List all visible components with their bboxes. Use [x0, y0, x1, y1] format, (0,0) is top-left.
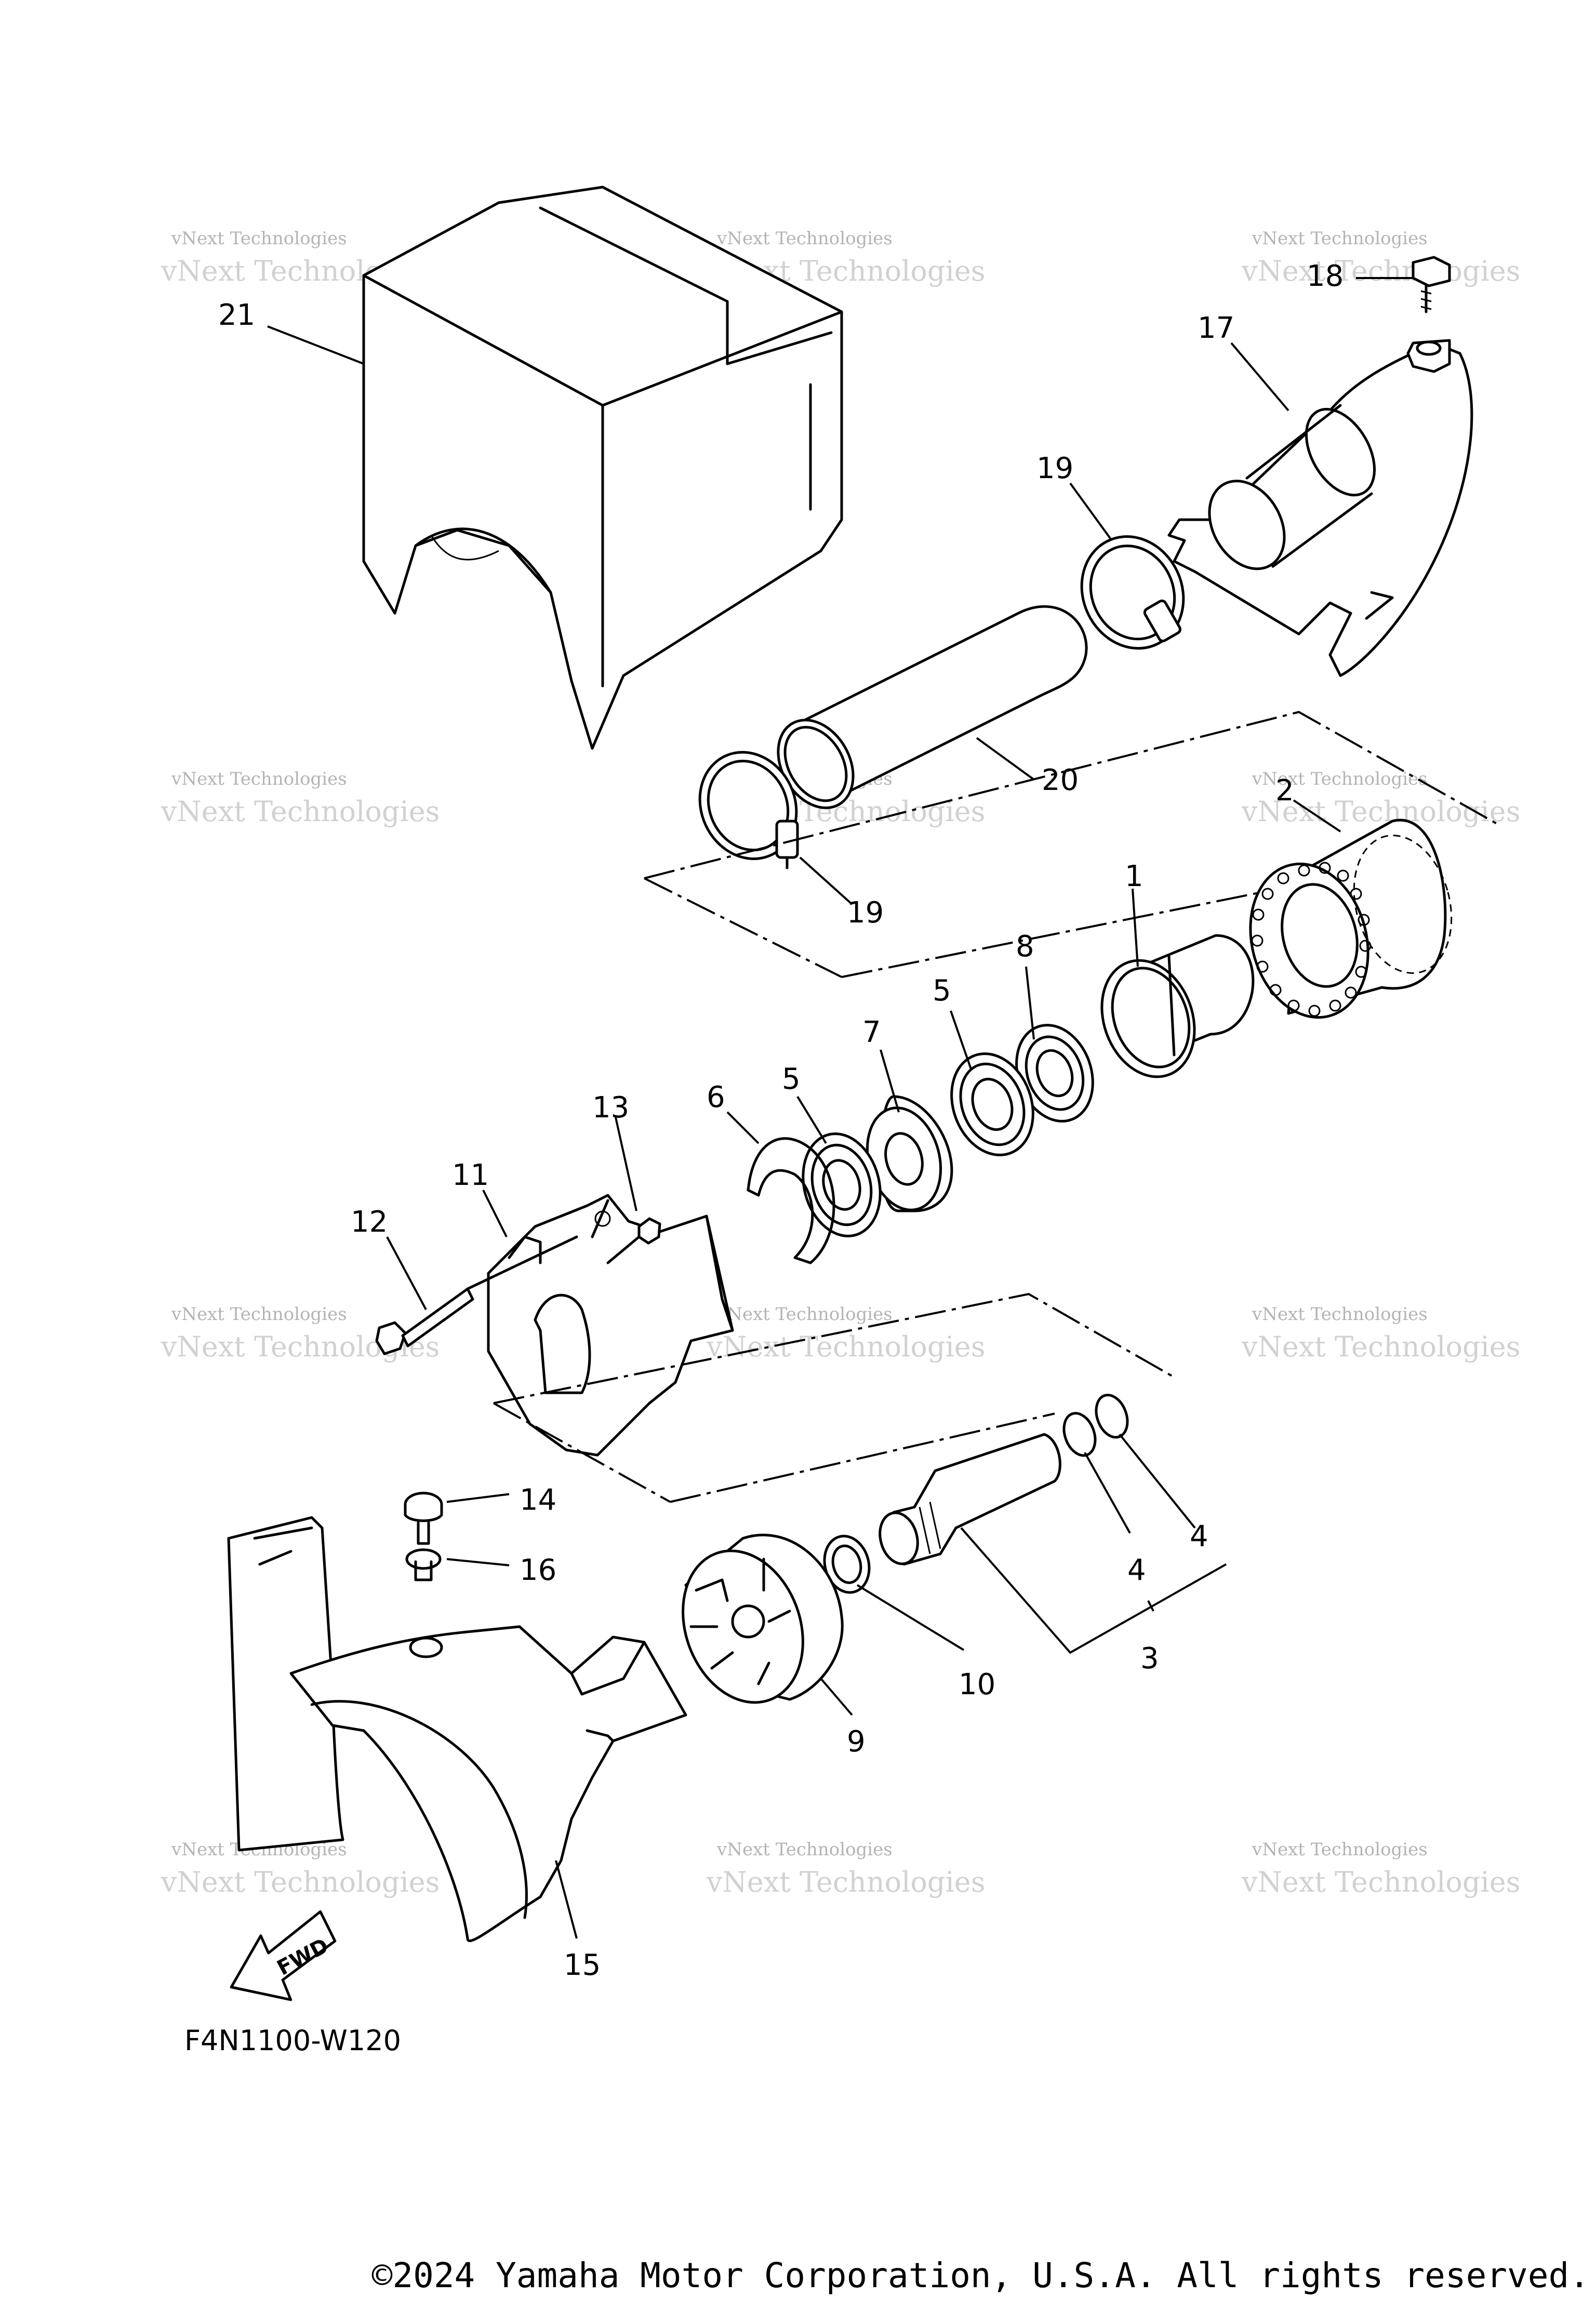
callout-11: 11 — [452, 1158, 489, 1192]
callout-19a: 19 — [1036, 452, 1073, 485]
svg-text:vNext Technologies: vNext Technologies — [171, 769, 347, 789]
callout-18: 18 — [1307, 259, 1344, 293]
part-1-sleeve — [1100, 934, 1255, 1078]
callout-3: 3 — [1140, 1642, 1159, 1675]
callout-4a: 4 — [1127, 1553, 1146, 1587]
svg-text:vNext Technologies: vNext Technologies — [1241, 255, 1520, 287]
callout-10: 10 — [959, 1668, 995, 1701]
svg-text:vNext Technologies: vNext Technologies — [706, 1330, 985, 1363]
callout-15: 15 — [564, 1948, 601, 1982]
svg-text:vNext Technologies: vNext Technologies — [1252, 769, 1428, 789]
part-16-washer — [405, 1548, 442, 1581]
svg-text:vNext Technologies: vNext Technologies — [1241, 1330, 1520, 1363]
watermark-4: vNext Technologies vNext Technologies — [161, 769, 440, 828]
part-7-bearing — [866, 1095, 953, 1212]
part-13-nut — [606, 1217, 661, 1264]
svg-text:vNext Technologies: vNext Technologies — [716, 1839, 893, 1860]
part-20-hose — [777, 605, 1088, 809]
part-14-bolt — [404, 1492, 443, 1545]
callout-20: 20 — [1042, 763, 1079, 797]
svg-text:vNext Technologies: vNext Technologies — [1252, 1839, 1428, 1860]
callout-5b: 5 — [933, 974, 951, 1008]
copyright-notice: ©2024 Yamaha Motor Corporation, U.S.A. A… — [371, 2255, 1590, 2295]
watermark-8: vNext Technologies vNext Technologies — [706, 1304, 985, 1363]
watermark-3: vNext Technologies vNext Technologies — [1241, 228, 1520, 287]
part-4-o-rings — [1062, 1393, 1129, 1457]
callout-13: 13 — [592, 1091, 629, 1125]
fwd-arrow: FWD — [230, 1910, 337, 2001]
part-19-clamp-upper — [1080, 535, 1185, 650]
svg-text:vNext Technologies: vNext Technologies — [1252, 1304, 1428, 1325]
watermark-12: vNext Technologies vNext Technologies — [1241, 1839, 1520, 1898]
watermark-9: vNext Technologies vNext Technologies — [1241, 1304, 1520, 1363]
part-21-cover — [362, 186, 843, 750]
part-6-circlip — [747, 1137, 835, 1264]
svg-text:vNext Technologies: vNext Technologies — [706, 1866, 985, 1898]
part-3-shaft — [879, 1433, 1061, 1566]
callout-1: 1 — [1125, 860, 1143, 893]
callout-8: 8 — [1016, 930, 1034, 964]
svg-text:vNext Technologies: vNext Technologies — [716, 228, 893, 249]
callout-2: 2 — [1275, 774, 1294, 808]
callout-9: 9 — [847, 1725, 866, 1759]
svg-text:vNext Technologies: vNext Technologies — [171, 1304, 347, 1325]
callout-5a: 5 — [782, 1062, 801, 1096]
housing-bolt-holes — [1251, 862, 1372, 1017]
part-9-coupler — [682, 1534, 844, 1704]
svg-text:vNext Technologies: vNext Technologies — [161, 1866, 440, 1898]
svg-text:vNext Technologies: vNext Technologies — [161, 795, 440, 828]
part-19-clamp-lower — [698, 751, 799, 869]
part-5-seal-left — [802, 1132, 882, 1237]
callout-19b: 19 — [847, 896, 884, 930]
callout-12: 12 — [351, 1205, 388, 1239]
part-2-housing — [1249, 819, 1453, 1019]
reference-box-lower — [493, 1292, 1175, 1503]
watermark-11: vNext Technologies vNext Technologies — [706, 1839, 985, 1898]
diagram-code: F4N1100-W120 — [184, 2024, 401, 2057]
callout-16: 16 — [520, 1553, 556, 1587]
part-8-seal — [1015, 1024, 1094, 1123]
svg-text:vNext Technologies: vNext Technologies — [171, 228, 347, 249]
callout-4b: 4 — [1190, 1520, 1208, 1553]
callouts: 1 2 3 4 4 5 5 6 7 8 9 10 11 12 13 14 15 … — [218, 259, 1344, 1982]
part-17-nozzle — [1167, 339, 1473, 677]
callout-14: 14 — [520, 1483, 556, 1517]
callout-17: 17 — [1198, 311, 1234, 345]
leader-lines — [267, 277, 1413, 1939]
svg-text:vNext Technologies: vNext Technologies — [1241, 1866, 1520, 1898]
svg-text:vNext Technologies: vNext Technologies — [716, 1304, 893, 1325]
part-5-seal-right — [950, 1052, 1034, 1156]
part-15-mount — [227, 1516, 687, 1942]
callout-6: 6 — [707, 1080, 725, 1114]
callout-21: 21 — [218, 298, 255, 332]
part-12-bolt — [375, 1235, 578, 1355]
part-11-bracket — [487, 1194, 734, 1457]
svg-text:vNext Technologies: vNext Technologies — [1252, 228, 1428, 249]
callout-7: 7 — [862, 1015, 881, 1049]
